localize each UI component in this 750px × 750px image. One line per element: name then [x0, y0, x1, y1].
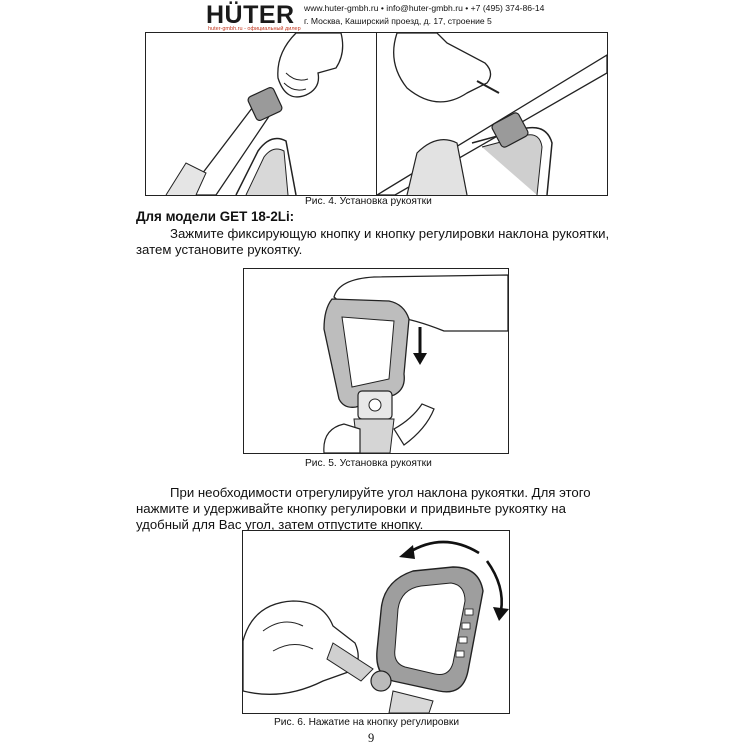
figure-4-left-panel [145, 32, 377, 196]
paragraph-2-line-3: удобный для Вас угол, затем отпустите кн… [136, 517, 424, 532]
paragraph-1-line-2: затем установите рукоятку. [136, 242, 303, 257]
page-number: 9 [368, 731, 375, 745]
figure-4-right-panel [376, 32, 608, 196]
adjust-button-illustration [243, 540, 509, 713]
model-heading: Для модели GET 18-2Li: [136, 209, 295, 224]
figure-5-panel [243, 268, 509, 454]
paragraph-2-line-2: нажмите и удерживайте кнопку регулировки… [136, 501, 566, 516]
header-contacts: www.huter-gmbh.ru • info@huter-gmbh.ru •… [304, 3, 545, 13]
handle-installation-illustration-left [165, 33, 344, 195]
figure-6-panel [242, 530, 510, 714]
logo-tagline: huter-gmbh.ru - официальный дилер [208, 26, 301, 32]
figure-4-caption: Рис. 4. Установка рукоятки [305, 196, 432, 207]
paragraph-2-line-1: При необходимости отрегулируйте угол нак… [170, 485, 591, 500]
handle-installation-illustration-right [377, 33, 607, 195]
paragraph-1-line-1: Зажмите фиксирующую кнопку и кнопку регу… [170, 226, 610, 241]
header-address: г. Москва, Каширский проезд, д. 17, стро… [304, 16, 492, 26]
figure-6-caption: Рис. 6. Нажатие на кнопку регулировки [274, 717, 460, 728]
figure-5-caption: Рис. 5. Установка рукоятки [305, 458, 432, 469]
huter-logo: HÜTER [206, 1, 295, 29]
handle-fixing-illustration [323, 274, 508, 453]
